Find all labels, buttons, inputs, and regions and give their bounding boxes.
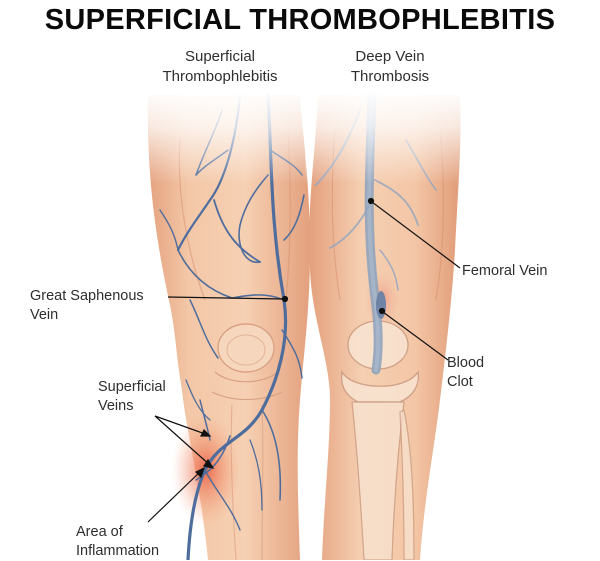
leader-lines [147,197,461,523]
heading-superficial-thrombophlebitis: Superficial Thrombophlebitis [140,47,300,87]
heading-right-line-1: Deep Vein [355,48,425,65]
label-blood-clot: Blood Clot [447,354,484,392]
femoral-vein-marker [367,197,375,205]
heading-right-line-2: Thrombosis [350,68,430,85]
label-superficial-veins-line-2: Veins [98,398,134,414]
label-blood-clot-line-1: Blood [447,355,485,371]
right-leg [305,90,465,560]
blood-clot-marker [378,307,386,315]
label-great-saphenous-vein: Great Saphenous Vein [30,287,144,325]
label-femoral-line-1: Femoral Vein [462,263,548,279]
page-title: SUPERFICIAL THROMBOPHLEBITIS [44,4,556,36]
label-blood-clot-line-2: Clot [447,374,473,390]
label-great-saphenous-line-1: Great Saphenous [30,288,144,304]
left-leg [140,90,315,560]
heading-left-line-1: Superficial [184,48,256,65]
label-femoral-vein: Femoral Vein [462,262,547,281]
label-inflammation-line-1: Area of [76,524,123,540]
great-saphenous-marker [281,295,289,303]
label-inflammation-line-2: Inflammation [76,543,160,559]
label-area-of-inflammation: Area of Inflammation [76,523,159,561]
label-superficial-veins: Superficial Veins [98,378,166,416]
heading-deep-vein-thrombosis: Deep Vein Thrombosis [330,47,450,87]
heading-left-line-2: Thrombophlebitis [162,68,278,85]
label-superficial-veins-line-1: Superficial [98,379,166,395]
label-great-saphenous-line-2: Vein [30,307,59,323]
